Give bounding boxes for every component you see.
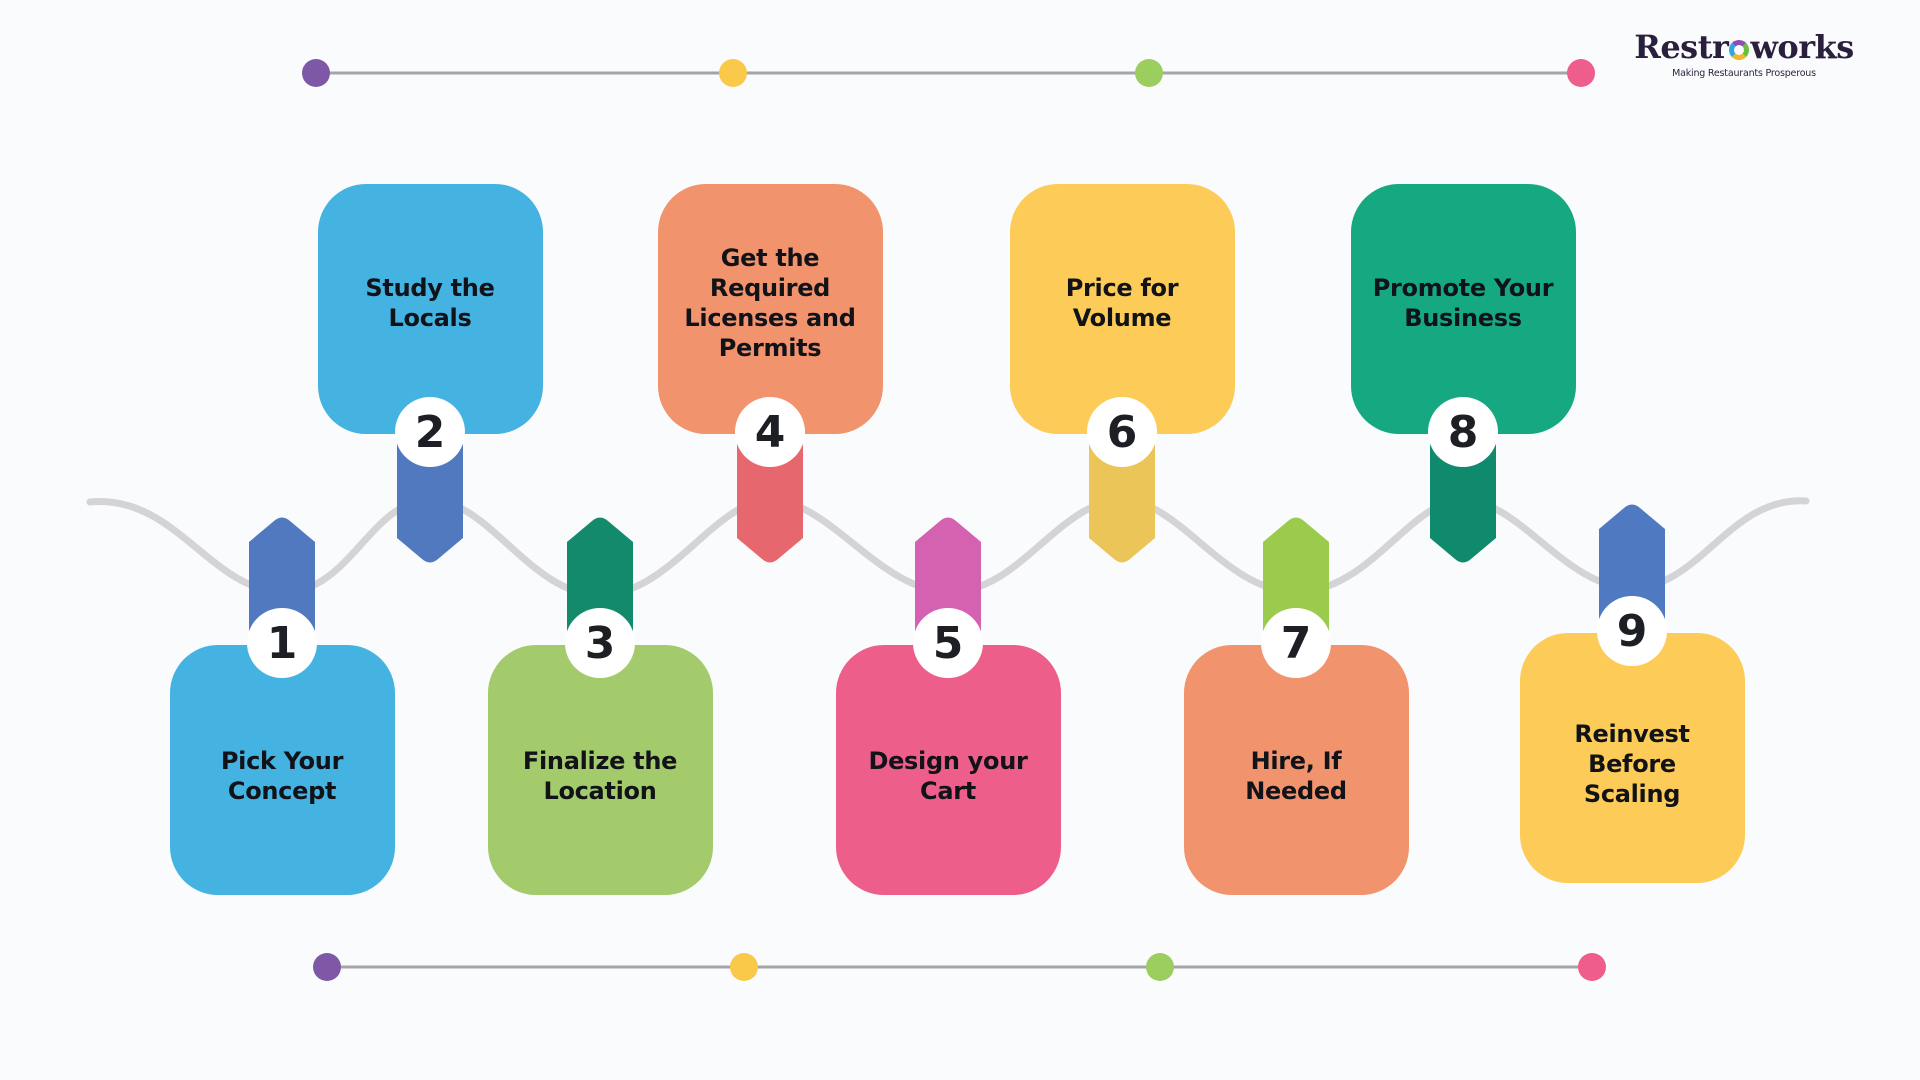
step-2-tab — [397, 432, 463, 563]
step-3-card: Finalize the Location — [487, 645, 713, 895]
step-5-number-badge: 5 — [913, 608, 983, 678]
step-label: Design your Cart — [868, 747, 1028, 805]
step-label: Finalize the Location — [522, 747, 678, 805]
step-4-card: Get the Required Licenses and Permits — [657, 184, 883, 434]
brand-logo: Restr works Making Restaurants Prosperous — [1634, 28, 1854, 79]
step-8-number-badge: 8 — [1428, 397, 1498, 467]
step-label: Study the Locals — [365, 274, 495, 332]
timeline-dot — [1135, 59, 1163, 87]
timeline-dot — [302, 59, 330, 87]
step-4-tab — [737, 432, 803, 563]
timeline-dot — [719, 59, 747, 87]
timeline-dot — [1567, 59, 1595, 87]
step-6-tab — [1089, 432, 1155, 563]
step-1-card: Pick Your Concept — [169, 645, 395, 895]
step-2-number-badge: 2 — [395, 397, 465, 467]
step-3-number-badge: 3 — [565, 608, 635, 678]
step-8-tab — [1430, 432, 1496, 563]
brand-wordmark: Restr works — [1634, 28, 1854, 66]
logo-ring-icon — [1729, 40, 1750, 60]
timeline-dot — [730, 953, 758, 981]
step-label: Pick Your Concept — [220, 747, 344, 805]
step-label: Reinvest Before Scaling — [1574, 720, 1690, 808]
step-2-card: Study the Locals — [317, 184, 543, 434]
step-5-card: Design your Cart — [835, 645, 1061, 895]
timeline-dot — [1146, 953, 1174, 981]
step-label: Get the Required Licenses and Permits — [684, 244, 856, 362]
brand-name-left: Restr — [1634, 28, 1729, 66]
step-7-number-badge: 7 — [1261, 608, 1331, 678]
brand-tagline: Making Restaurants Prosperous — [1672, 68, 1816, 79]
step-6-number-badge: 6 — [1087, 397, 1157, 467]
step-label: Promote Your Business — [1372, 274, 1554, 332]
step-8-card: Promote Your Business — [1350, 184, 1576, 434]
step-label: Price for Volume — [1065, 274, 1179, 332]
timeline-dot — [1578, 953, 1606, 981]
timeline-dot — [313, 953, 341, 981]
step-1-number-badge: 1 — [247, 608, 317, 678]
step-9-number-badge: 9 — [1597, 596, 1667, 666]
brand-name-right: works — [1750, 28, 1854, 66]
step-label: Hire, If Needed — [1245, 747, 1347, 805]
step-9-card: Reinvest Before Scaling — [1519, 633, 1745, 883]
step-7-card: Hire, If Needed — [1183, 645, 1409, 895]
step-6-card: Price for Volume — [1009, 184, 1235, 434]
step-4-number-badge: 4 — [735, 397, 805, 467]
